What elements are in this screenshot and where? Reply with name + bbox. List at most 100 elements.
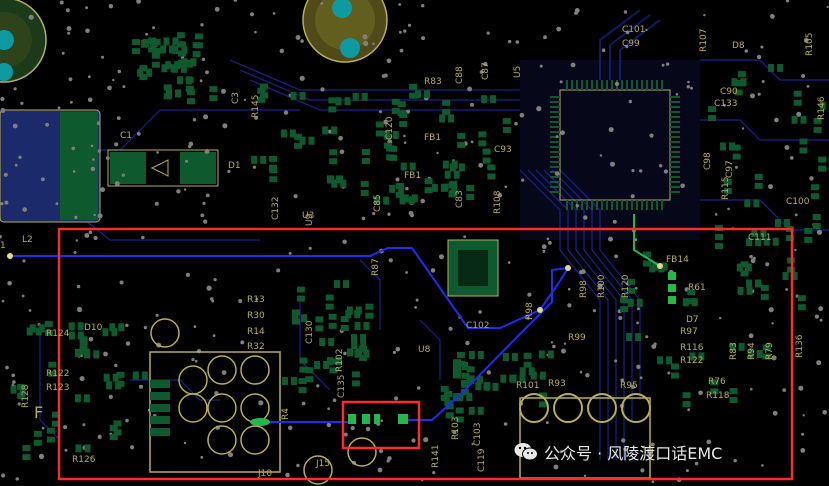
ref-c130: C130 xyxy=(305,320,315,344)
smd-pad xyxy=(760,229,767,237)
inductor-pad xyxy=(60,112,98,220)
via xyxy=(386,58,392,64)
smd-pad xyxy=(453,368,461,375)
qfp-pin xyxy=(661,200,663,210)
smd-pad xyxy=(209,95,218,102)
smd-pad xyxy=(477,406,484,415)
qfp-pin xyxy=(550,111,560,113)
via xyxy=(809,176,814,181)
qfp-pin xyxy=(581,200,583,210)
smd-pad xyxy=(538,401,547,408)
smd-pad xyxy=(251,155,258,164)
ref-c103: C103 xyxy=(473,422,483,446)
ref-r79: R79 xyxy=(765,342,775,360)
qfp-pin xyxy=(670,166,680,168)
via xyxy=(463,235,466,239)
via xyxy=(108,394,113,399)
via xyxy=(66,26,72,31)
smd-pad xyxy=(461,381,470,388)
smd-pad xyxy=(209,86,218,93)
via xyxy=(519,112,525,118)
via xyxy=(252,165,256,169)
ref-r105: R105 xyxy=(805,32,815,56)
qfp-pin xyxy=(550,166,560,168)
qfp-pin xyxy=(670,131,680,133)
qfp-pin xyxy=(550,151,560,153)
via xyxy=(784,145,790,150)
via xyxy=(383,119,388,125)
smd-pad xyxy=(299,136,306,145)
smd-pad xyxy=(490,95,497,104)
smd-pad xyxy=(502,353,509,361)
smd-pad xyxy=(448,114,455,123)
via xyxy=(479,70,484,74)
ref-c1: C1 xyxy=(120,131,133,141)
qfp-pin xyxy=(641,80,643,90)
via xyxy=(395,177,400,182)
ref-r124: R124 xyxy=(46,329,70,339)
smd-pad xyxy=(360,181,369,187)
via xyxy=(20,101,24,105)
qfp-pin xyxy=(626,200,628,210)
smd-pad xyxy=(772,237,779,246)
smd-pad xyxy=(33,430,42,437)
qfp-pin xyxy=(581,80,583,90)
smd-pad xyxy=(185,76,194,83)
via xyxy=(614,359,618,363)
via xyxy=(665,62,670,66)
via xyxy=(41,426,45,430)
via xyxy=(686,85,690,89)
via xyxy=(794,213,798,217)
smd-pad xyxy=(383,196,390,205)
smd-pad xyxy=(298,387,307,394)
smd-pad xyxy=(328,322,337,329)
via xyxy=(685,469,689,473)
smd-pad xyxy=(440,385,449,392)
smd-pad xyxy=(308,136,315,145)
qfp-pin xyxy=(670,161,680,163)
via xyxy=(770,14,775,19)
via xyxy=(18,155,22,159)
smd-pad xyxy=(375,121,384,128)
smd-pad xyxy=(812,223,821,229)
via xyxy=(554,171,560,176)
via xyxy=(803,37,809,43)
smd-pad xyxy=(44,320,53,327)
smd-pad xyxy=(148,46,157,53)
via xyxy=(326,422,331,428)
via xyxy=(203,114,209,120)
via xyxy=(760,45,764,49)
smd-pad xyxy=(165,61,172,70)
smd-pad xyxy=(476,375,483,384)
smd-pad xyxy=(177,50,186,57)
trace-endpoints xyxy=(7,253,663,313)
smd-pad xyxy=(361,92,368,101)
smd-pad xyxy=(141,371,148,380)
via xyxy=(567,303,572,308)
smd-pad xyxy=(363,321,370,330)
smd-pad xyxy=(715,243,723,250)
via xyxy=(618,316,623,320)
smd-pad xyxy=(461,372,470,379)
qfp-pin xyxy=(591,200,593,210)
via xyxy=(395,346,401,352)
via xyxy=(4,200,9,205)
smd-pad xyxy=(797,295,806,302)
via xyxy=(550,341,554,344)
smd-pad xyxy=(635,333,642,342)
via xyxy=(403,141,407,144)
smd-pad xyxy=(299,91,306,100)
smd-pad xyxy=(296,286,305,293)
smd-pad xyxy=(180,64,187,73)
qfp-pin xyxy=(636,80,638,90)
smd-pad xyxy=(682,392,691,399)
smd-pad xyxy=(456,351,465,358)
smd-pad xyxy=(689,352,696,361)
smd-pad xyxy=(785,235,794,242)
smd-pad xyxy=(77,331,84,340)
smd-pad xyxy=(160,45,167,54)
via xyxy=(96,121,101,126)
smd-pad xyxy=(751,229,758,237)
via xyxy=(28,14,34,20)
smd-pad xyxy=(657,356,664,365)
